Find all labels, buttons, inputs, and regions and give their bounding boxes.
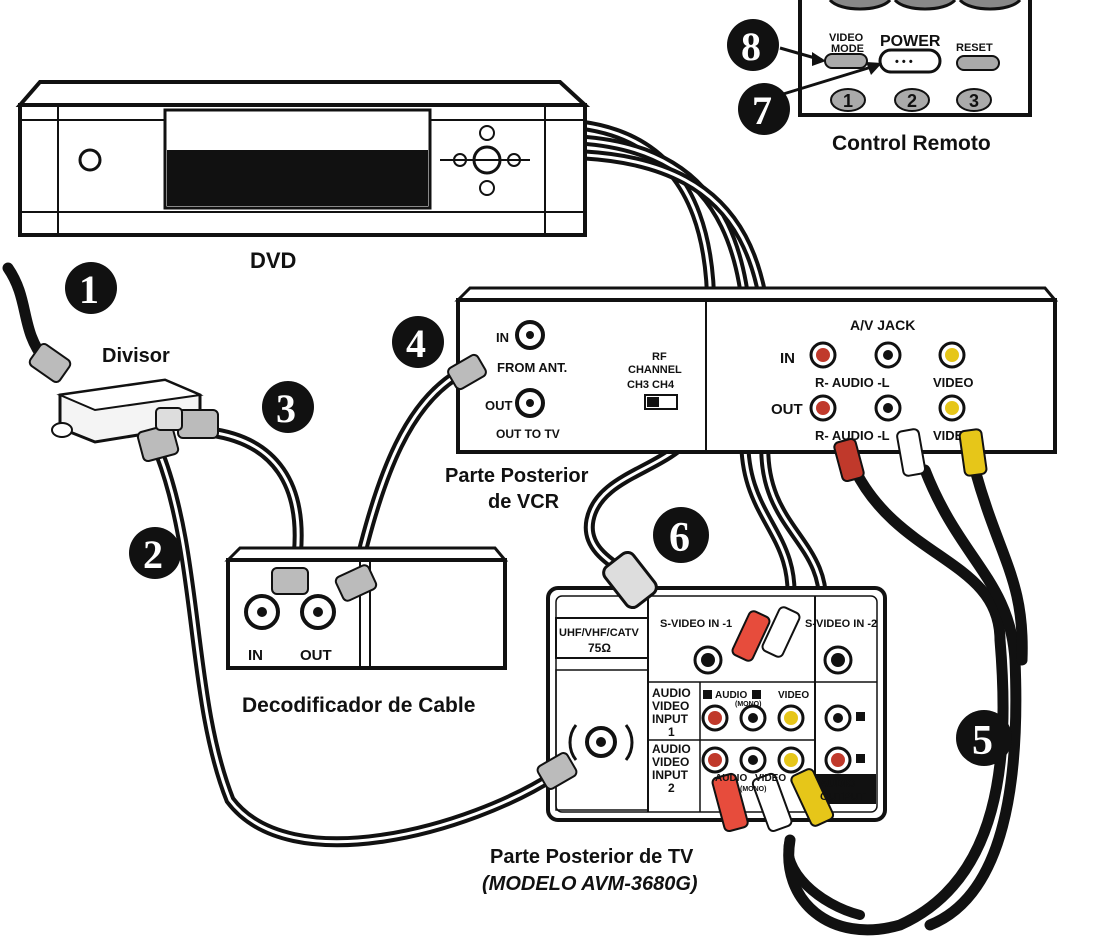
step-1-badge (65, 262, 117, 314)
vcr-av-in-label: IN (780, 350, 795, 367)
svideo-plug (602, 550, 658, 610)
reset-button[interactable] (956, 55, 1000, 71)
step-8-number: 8 (741, 24, 761, 69)
step-2-number: 2 (143, 532, 163, 577)
key-3-button[interactable] (956, 88, 992, 112)
tv-in2-label-1: AUDIO (652, 742, 691, 756)
tv-in1-video-jack[interactable] (784, 711, 798, 725)
tv-out-r-mark: R (858, 755, 864, 764)
tv-in2-audio-r-jack[interactable] (708, 753, 722, 767)
key-3-label: 3 (969, 91, 979, 111)
tv-audio-output-label-1: AUDIO (820, 778, 856, 790)
tv-row2-audio-label: AUDIO (715, 773, 747, 784)
decoder-in-label: IN (248, 647, 263, 664)
tv-row1-mono-label: (MONO) (735, 701, 761, 708)
step-4-badge (392, 316, 444, 368)
cable-decoder-box (224, 546, 509, 670)
video-mode-label-1: VIDEO (829, 32, 864, 44)
dvd-label: DVD (250, 248, 296, 273)
video-mode-button[interactable] (824, 53, 868, 69)
power-button[interactable] (878, 48, 942, 74)
tv-row2-video-label: VIDEO (755, 773, 786, 784)
step-6-badge (653, 507, 709, 563)
tv-row1-video-label: VIDEO (778, 690, 809, 701)
step-1-number: 1 (79, 267, 99, 312)
tv-in1-label-3: INPUT (652, 712, 689, 726)
tv-audio-out-r-jack[interactable] (831, 753, 845, 767)
tv-back-label: Parte Posterior de TV (490, 846, 694, 868)
tv-audio-output-label-2: OUTPUT (820, 791, 866, 803)
tv-in1-label-4: 1 (668, 725, 675, 739)
step-2-badge (129, 527, 181, 579)
tv-row2-mono-label: (MONO) (740, 786, 766, 793)
reset-label: RESET (956, 42, 993, 54)
step-7-badge (738, 83, 790, 135)
tv-in2-label-2: VIDEO (652, 755, 689, 769)
step-4-number: 4 (406, 321, 426, 366)
step-3-number: 3 (276, 386, 296, 431)
vcr-video-label-1: VIDEO (933, 375, 973, 390)
tv-row1-r-mark: R (705, 691, 711, 700)
vcr-in-video-jack[interactable] (945, 348, 959, 362)
tv-in1-label-2: VIDEO (652, 699, 689, 713)
tv-svideo-2-label: S-VIDEO IN -2 (805, 618, 877, 630)
tv-svideo-1-label: S-VIDEO IN -1 (660, 618, 732, 630)
key-1-button[interactable] (830, 88, 866, 112)
dvd-player (15, 80, 591, 237)
step-markers: 1 2 3 4 5 6 7 8 (65, 19, 1012, 766)
vcr-back-label-1: Parte Posterior (445, 465, 589, 487)
video-mode-label-2: MODE (831, 43, 864, 55)
decoder-out-label: OUT (300, 647, 332, 664)
tv-back-panel (536, 550, 887, 833)
remote-label: Control Remoto (832, 132, 991, 155)
tv-row1-audio-label: AUDIO (715, 690, 747, 701)
tv-out-l-mark: L (858, 713, 863, 722)
step-5-number: 5 (972, 718, 993, 764)
vcr-back-label-2: de VCR (488, 491, 560, 513)
vcr-out-to-tv-label: OUT TO TV (496, 427, 560, 441)
vcr-rf-label: RF (652, 351, 667, 363)
vcr-from-ant-label: FROM ANT. (497, 360, 567, 375)
tv-row1-l-mark: L (754, 691, 759, 700)
key-2-button[interactable] (894, 88, 930, 112)
splitter-label: Divisor (102, 345, 170, 367)
power-label: POWER (880, 33, 941, 50)
vcr-rca-plugs (833, 428, 988, 483)
vcr-out-label: OUT (485, 398, 513, 413)
tv-in2-video-jack[interactable] (784, 753, 798, 767)
vcr-in-label: IN (496, 330, 509, 345)
step-7-number: 7 (752, 88, 772, 133)
vcr-ch3-ch4-label: CH3 CH4 (627, 379, 675, 391)
tv-in2-label-4: 2 (668, 781, 675, 795)
vcr-out-video-jack[interactable] (945, 401, 959, 415)
step-3-badge (262, 381, 314, 433)
step-6-number: 6 (669, 515, 690, 561)
tv-uhf-label-2: 75Ω (588, 641, 611, 655)
tv-model-label: (MODELO AVM-3680G) (482, 873, 698, 895)
key-2-label: 2 (907, 91, 917, 111)
splitter (28, 342, 219, 463)
decoder-label: Decodificador de Cable (242, 694, 475, 717)
vcr-r-audio-l-label-2: R- AUDIO -L (815, 428, 890, 443)
step-5-badge (956, 710, 1012, 766)
remote-control (798, 0, 1032, 117)
vcr-in-audio-r-jack[interactable] (816, 348, 830, 362)
vcr-channel-label: CHANNEL (628, 364, 682, 376)
tv-in1-audio-r-jack[interactable] (708, 711, 722, 725)
cable-vcr-to-tv-av (783, 464, 1009, 936)
vcr-r-audio-l-label-1: R- AUDIO -L (815, 375, 890, 390)
power-dots: • • • (895, 56, 913, 68)
step-8-badge (727, 19, 779, 71)
vcr-back-panel (447, 286, 1059, 454)
vcr-av-out-label: OUT (771, 401, 803, 418)
tv-uhf-label-1: UHF/VHF/CATV (559, 627, 640, 639)
vcr-out-audio-r-jack[interactable] (816, 401, 830, 415)
vcr-av-jack-label: A/V JACK (850, 317, 915, 333)
key-1-label: 1 (843, 91, 853, 111)
tv-in2-label-3: INPUT (652, 768, 689, 782)
arrow-7 (779, 63, 879, 97)
tv-in1-label-1: AUDIO (652, 686, 691, 700)
